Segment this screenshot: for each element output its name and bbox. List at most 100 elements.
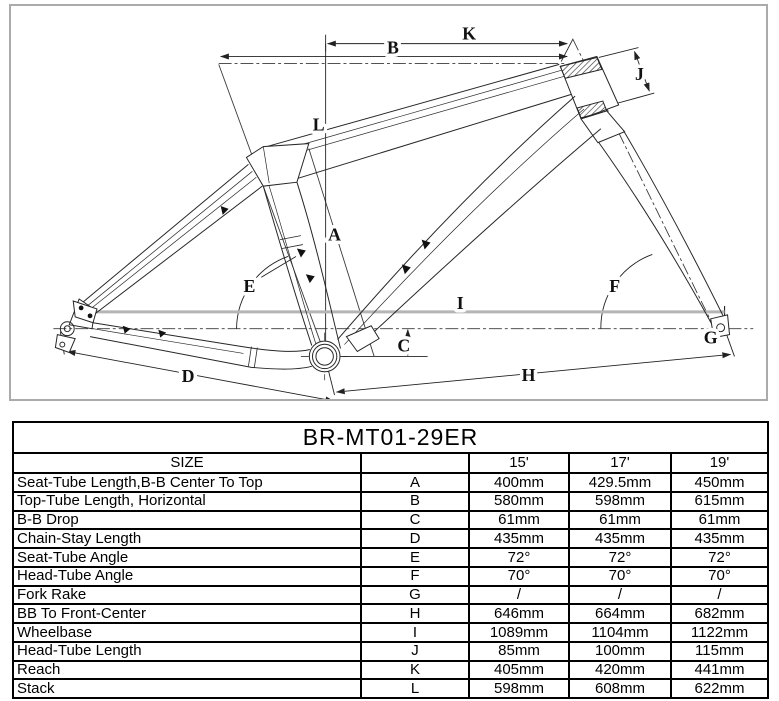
row-value: / xyxy=(670,584,769,606)
seat-cluster xyxy=(245,143,310,187)
row-letter: L xyxy=(360,678,470,699)
row-label: Wheelbase xyxy=(12,622,362,643)
dim-label-j: J xyxy=(635,64,644,84)
row-value: 646mm xyxy=(468,603,570,624)
size-header: SIZE xyxy=(12,452,362,474)
down-tube xyxy=(337,95,602,348)
row-value: 1104mm xyxy=(568,622,672,643)
dim-E-arc xyxy=(236,256,289,329)
row-label: Head-Tube Angle xyxy=(12,565,362,587)
table-row: Seat-Tube Angle E 72° 72° 72° xyxy=(12,547,769,568)
derailleur-hanger xyxy=(54,334,76,354)
row-value: 61mm xyxy=(468,509,570,531)
bike-frame-drawing xyxy=(54,55,731,373)
seat-stays xyxy=(82,164,263,318)
row-label: Head-Tube Length xyxy=(12,640,362,662)
table-row: Reach K 405mm 420mm 441mm xyxy=(12,659,769,681)
row-value: 450mm xyxy=(670,472,769,493)
row-letter: G xyxy=(360,584,470,606)
row-value: 70° xyxy=(468,565,570,587)
table-row: BB To Front-Center H 646mm 664mm 682mm xyxy=(12,603,769,624)
dim-label-i: I xyxy=(457,293,464,313)
row-value: / xyxy=(468,584,570,606)
row-letter: I xyxy=(360,622,470,643)
chain-stays xyxy=(89,322,312,370)
fd-mount xyxy=(345,325,380,353)
row-label: Reach xyxy=(12,659,362,681)
size-col-17: 17' xyxy=(568,452,672,474)
row-letter: K xyxy=(360,659,470,681)
head-tube xyxy=(559,55,620,120)
bottle-boss xyxy=(296,248,306,258)
row-value: 1089mm xyxy=(468,622,570,643)
rear-dropout xyxy=(54,298,98,354)
row-label: Stack xyxy=(12,678,362,699)
table-row: Chain-Stay Length D 435mm 435mm 435mm xyxy=(12,528,769,549)
table-row: Head-Tube Length J 85mm 100mm 115mm xyxy=(12,640,769,662)
stay-boss xyxy=(220,205,229,215)
row-letter: C xyxy=(360,509,470,531)
frame-geometry-diagram: K B J L A E F I C G D H xyxy=(53,20,754,399)
table-row: B-B Drop C 61mm 61mm 61mm xyxy=(12,509,769,531)
row-value: 72° xyxy=(670,547,769,568)
row-value: 100mm xyxy=(568,640,672,662)
row-value: 1122mm xyxy=(670,622,769,643)
row-letter: J xyxy=(360,640,470,662)
bottle-boss xyxy=(401,264,411,275)
dim-label-f: F xyxy=(609,276,620,296)
seat-axis-line xyxy=(218,64,327,357)
dim-label-d: D xyxy=(182,366,195,386)
row-label: Chain-Stay Length xyxy=(12,528,362,549)
dim-label-h: H xyxy=(522,365,536,385)
dim-label-c: C xyxy=(397,335,410,355)
row-letter: E xyxy=(360,547,470,568)
row-value: 664mm xyxy=(568,603,672,624)
dim-label-l: L xyxy=(313,115,325,135)
table-title-row: BR-MT01-29ER xyxy=(12,421,769,454)
row-value: 70° xyxy=(568,565,672,587)
row-label: Top-Tube Length, Horizontal xyxy=(12,490,362,512)
row-value: 435mm xyxy=(670,528,769,549)
row-label: Seat-Tube Length,B-B Center To Top xyxy=(12,472,362,493)
dim-D-line xyxy=(66,350,335,399)
bottle-boss xyxy=(421,239,431,250)
seat-tube-a-line xyxy=(308,148,375,357)
row-value: 72° xyxy=(468,547,570,568)
row-value: 435mm xyxy=(568,528,672,549)
row-value: 429.5mm xyxy=(568,472,672,493)
dim-label-k: K xyxy=(462,24,476,44)
size-col-15: 15' xyxy=(468,452,570,474)
table-row: Fork Rake G / / / xyxy=(12,584,769,606)
row-value: 405mm xyxy=(468,659,570,681)
row-letter: D xyxy=(360,528,470,549)
row-label: Fork Rake xyxy=(12,584,362,606)
stay-boss xyxy=(122,325,131,334)
construction-lines xyxy=(53,39,754,381)
row-value: 61mm xyxy=(568,509,672,531)
row-value: 61mm xyxy=(670,509,769,531)
dim-label-g: G xyxy=(704,328,718,348)
row-value: 598mm xyxy=(468,678,570,699)
bottom-bracket xyxy=(308,325,380,373)
row-value: / xyxy=(568,584,672,606)
dim-label-e: E xyxy=(243,276,255,296)
row-value: 70° xyxy=(670,565,769,587)
row-value: 115mm xyxy=(670,640,769,662)
table-row: Seat-Tube Length,B-B Center To Top A 400… xyxy=(12,472,769,493)
stay-boss xyxy=(158,329,167,338)
row-value: 598mm xyxy=(568,490,672,512)
dim-H-line xyxy=(335,352,732,395)
dim-label-b: B xyxy=(387,38,399,58)
letter-column-header xyxy=(360,452,470,474)
row-value: 85mm xyxy=(468,640,570,662)
front-axle xyxy=(716,323,726,333)
dim-label-a: A xyxy=(328,225,341,245)
row-value: 400mm xyxy=(468,472,570,493)
size-col-19: 19' xyxy=(670,452,769,474)
row-value: 441mm xyxy=(670,659,769,681)
dimension-labels: K B J L A E F I C G D H xyxy=(178,20,721,389)
top-tube xyxy=(263,63,573,184)
row-letter: B xyxy=(360,490,470,512)
row-letter: F xyxy=(360,565,470,587)
